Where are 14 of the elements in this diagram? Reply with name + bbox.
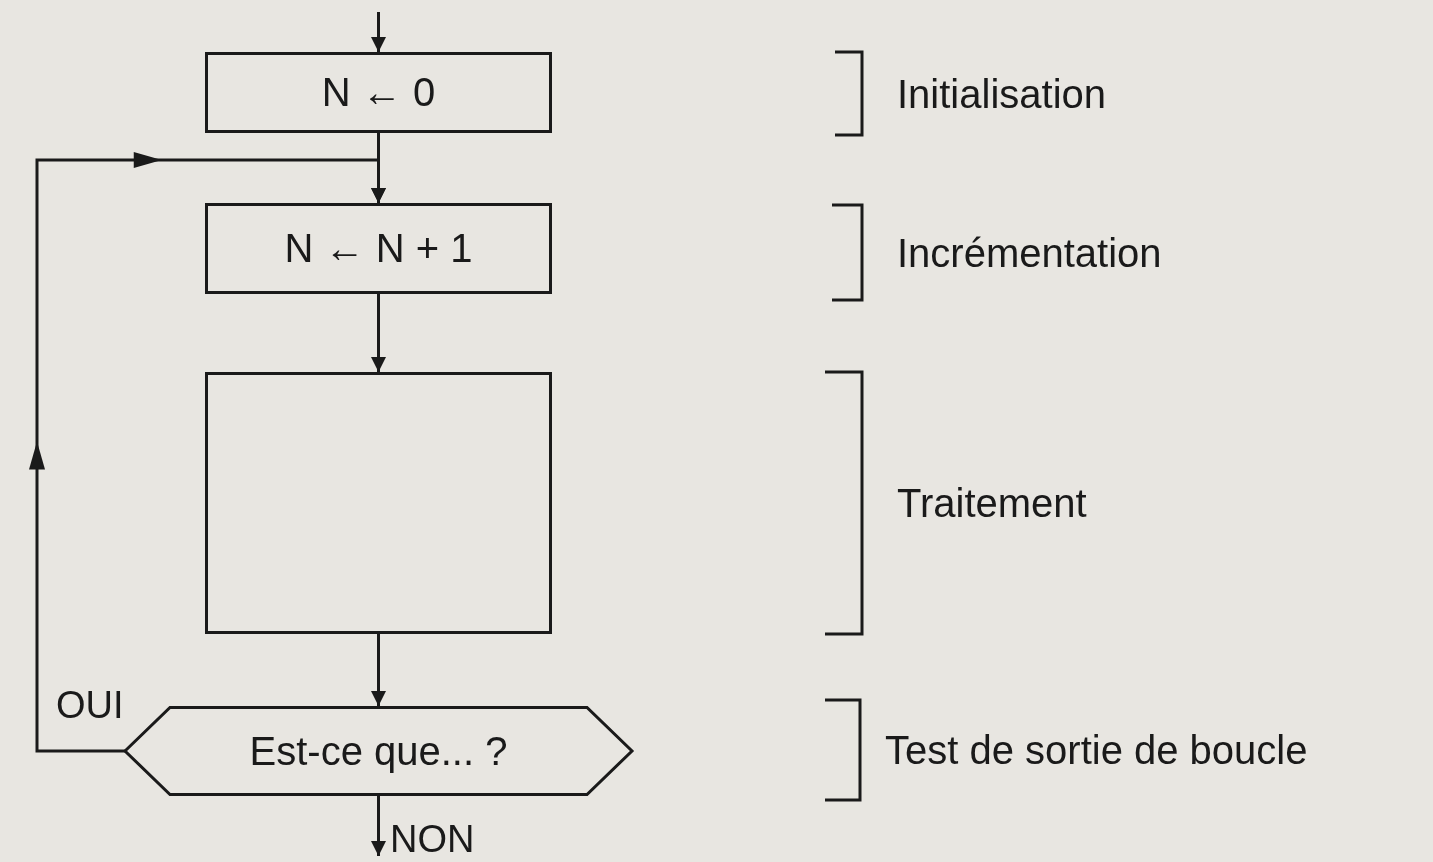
stage-label: Initialisation: [897, 71, 1106, 116]
process-box: [205, 52, 552, 133]
process-box: [205, 203, 552, 294]
stage-label: Traitement: [897, 480, 1087, 526]
stage-label: Incrémentation: [897, 230, 1162, 275]
arrow: [371, 12, 386, 52]
empty-process-box: [205, 372, 552, 634]
stage-label: Test de sortie de boucle: [885, 727, 1308, 773]
decision-label: Est-ce que... ?: [249, 728, 508, 774]
arrow: [371, 796, 386, 856]
box-label: N ← 0: [321, 70, 436, 115]
arrow: [371, 634, 386, 706]
arrow: [371, 294, 386, 372]
box-label: N ← N + 1: [284, 226, 473, 271]
